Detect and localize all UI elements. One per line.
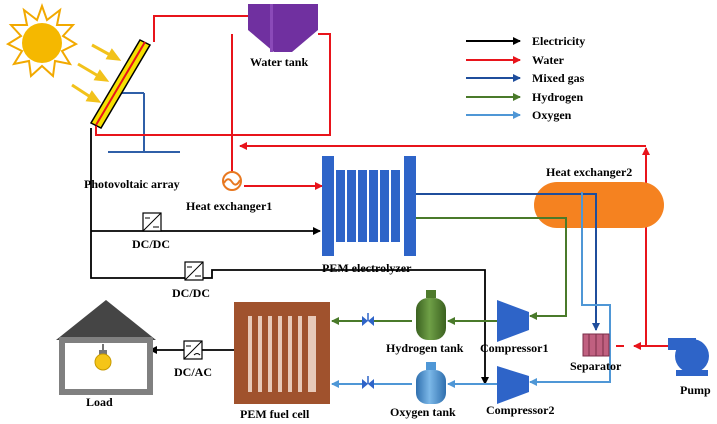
load-house-icon: [56, 300, 156, 395]
oxygen-tank: [416, 362, 446, 404]
sun-icon: [5, 3, 79, 79]
dcdc-converter-1: [142, 212, 162, 232]
hydrogen-tank-label: Hydrogen tank: [386, 341, 464, 355]
dcac-label: DC/AC: [174, 365, 212, 379]
pem-fuel-cell: [234, 302, 330, 404]
pem-electrolyzer: [322, 156, 416, 256]
legend-water-label: Water: [532, 53, 565, 67]
pump-icon: [668, 338, 709, 376]
compressor1: [497, 300, 529, 342]
compressor1-label: Compressor1: [480, 341, 548, 355]
legend: Electricity Water Mixed gas Hydrogen Oxy…: [466, 34, 585, 122]
compressor2-label: Compressor2: [486, 403, 554, 417]
legend-oxygen-label: Oxygen: [532, 108, 572, 122]
mixed-gas-lines: [416, 193, 600, 331]
hydrogen-lines: [331, 217, 567, 325]
heat-exchanger1: [222, 171, 242, 191]
legend-electricity-label: Electricity: [532, 34, 585, 48]
legend-hydrogen-label: Hydrogen: [532, 90, 583, 104]
pump-label: Pump: [680, 383, 711, 397]
water-tank-label: Water tank: [250, 55, 308, 69]
separator-label: Separator: [570, 359, 622, 373]
pv-array-label: Photovoltaic array: [84, 177, 180, 191]
load-label: Load: [86, 395, 113, 409]
dcdc-2-label: DC/DC: [172, 286, 210, 300]
photovoltaic-array: [89, 39, 180, 153]
hydrogen-valve-icon: [362, 313, 374, 326]
dcdc-converter-2: [184, 261, 204, 281]
compressor2: [497, 366, 529, 404]
oxygen-lines: [331, 192, 611, 388]
hydrogen-tank: [416, 290, 446, 340]
sun-ray-arrows: [71, 43, 122, 103]
fuel-cell-label: PEM fuel cell: [240, 407, 310, 421]
heat-exchanger1-label: Heat exchanger1: [186, 199, 272, 213]
heat-exchanger2: [534, 182, 664, 228]
electrolyzer-label: PEM electrolyzer: [322, 261, 412, 275]
legend-mixed-gas-label: Mixed gas: [532, 71, 585, 85]
dcac-converter: [183, 340, 203, 360]
dcdc-1-label: DC/DC: [132, 237, 170, 251]
water-pipes: [95, 15, 668, 350]
heat-exchanger2-label: Heat exchanger2: [546, 165, 632, 179]
oxygen-tank-label: Oxygen tank: [390, 405, 456, 419]
separator: [582, 333, 610, 357]
water-tank: [248, 4, 318, 52]
oxygen-valve-icon: [362, 376, 374, 389]
light-bulb-icon: [94, 344, 112, 371]
